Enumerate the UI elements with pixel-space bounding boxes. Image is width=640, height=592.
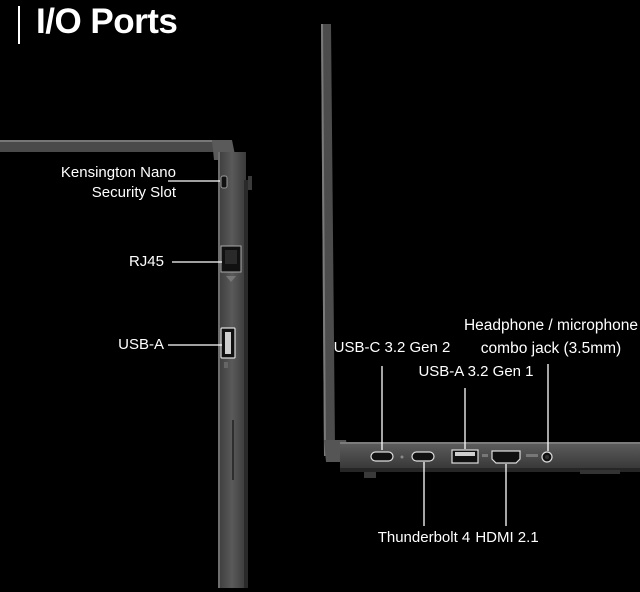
kensington-slot [220,175,228,189]
left-laptop-base [218,152,246,588]
hdmi-label: HDMI 2.1 [475,529,539,546]
headphone-label: Headphone / microphone combo jack (3.5mm… [462,316,640,359]
rj45-label: RJ45 [128,253,164,270]
usb-a-port-left [220,327,236,368]
thunderbolt-port [411,451,435,462]
hdmi-port [491,450,521,464]
rj45-port [220,245,242,282]
left-laptop-lid [0,140,232,152]
kensington-label-line1: Kensington Nano [60,164,176,181]
headphone-label-line2: combo jack (3.5mm) [480,340,622,357]
usb-c-port [370,451,394,462]
thunderbolt-label: Thunderbolt 4 [377,529,471,546]
usb-c-label: USB-C 3.2 Gen 2 [333,339,451,356]
usb-a-label: USB-A [118,336,164,353]
kensington-label-line2: Security Slot [91,184,176,201]
right-laptop [321,24,640,526]
page-title: I/O Ports [36,2,178,41]
usb-a-right-label: USB-A 3.2 Gen 1 [418,363,534,380]
title-accent-bar [18,6,20,44]
left-laptop [0,140,252,588]
headphone-label-line1: Headphone / microphone [463,317,639,334]
usb-a-port-right [451,449,479,464]
kensington-label: Kensington Nano Security Slot [40,163,176,203]
